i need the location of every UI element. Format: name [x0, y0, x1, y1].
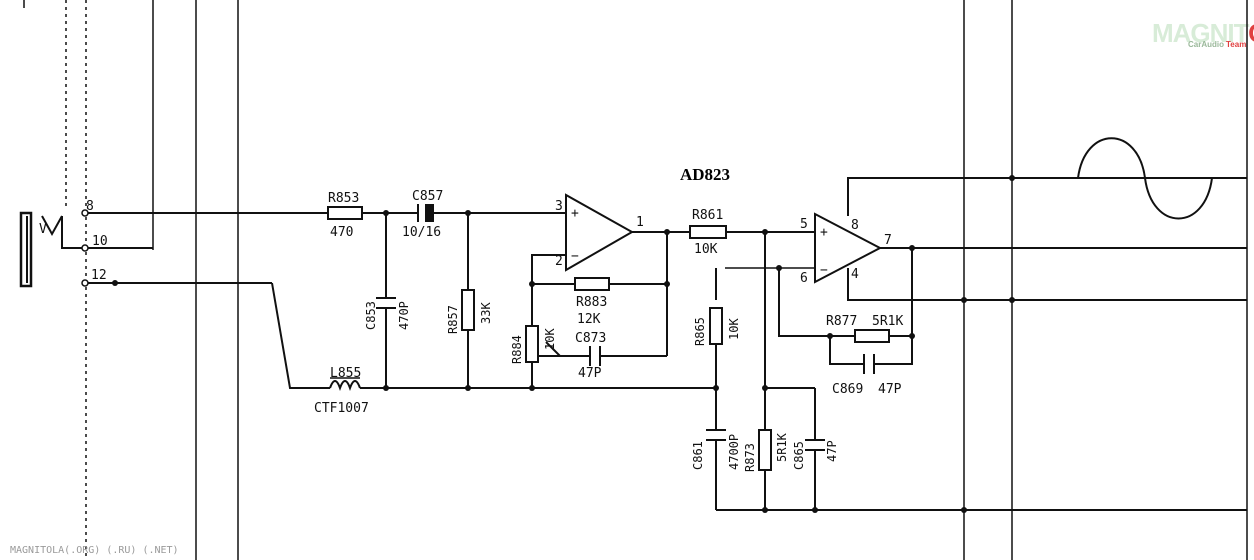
resistor-r865 — [709, 307, 723, 345]
logo-text-o: O — [1248, 18, 1254, 48]
svg-text:+: + — [571, 206, 579, 221]
label-r873-ref: R873 — [743, 443, 757, 472]
label-r883-ref: R883 — [576, 295, 607, 310]
resistor-r877 — [854, 329, 890, 343]
label-c869-value: 47P — [878, 382, 902, 397]
label-r865-ref: R865 — [693, 317, 707, 346]
footer-watermark: MAGNITOLA(.ORG) (.RU) (.NET) — [10, 545, 179, 556]
label-l855-value: CTF1007 — [314, 401, 369, 416]
opamp-1-pin-plus: 3 — [555, 199, 563, 214]
label-c861-ref: C861 — [691, 441, 705, 470]
diagram-title: AD823 — [680, 165, 730, 184]
opamp-2-pin-plus: 5 — [800, 217, 808, 232]
inductor-l855 — [329, 377, 361, 391]
resistor-r873 — [758, 429, 772, 471]
input-symbol-label: V — [39, 222, 47, 237]
svg-text:−: − — [820, 263, 828, 278]
svg-text:−: − — [571, 249, 579, 264]
opamp-2-body — [814, 212, 883, 284]
label-c865-value: 47P — [825, 440, 839, 462]
logo-sub-right: Team — [1226, 40, 1246, 49]
opamp-2-pin-minus: 6 — [800, 271, 808, 286]
vertical-bus-lines — [23, 0, 1248, 560]
signal-symbol — [41, 215, 63, 237]
pin-8 — [81, 209, 89, 217]
resistor-r861 — [689, 225, 727, 239]
pin-12 — [81, 279, 89, 287]
label-r861-ref: R861 — [692, 208, 723, 223]
resistor-r853 — [327, 206, 363, 220]
label-r857-value: 33K — [479, 302, 493, 324]
label-c853-ref: C853 — [364, 301, 378, 330]
capacitor-c869 — [863, 354, 875, 374]
capacitor-c873 — [589, 346, 601, 366]
opamp-2-pin-out: 7 — [884, 233, 892, 248]
opamp-1-body — [565, 193, 635, 272]
label-c857-value: 10/16 — [402, 225, 441, 240]
pin-label-12: 12 — [91, 268, 107, 283]
label-r853-ref: R853 — [328, 191, 359, 206]
opamp-1-pin-out: 1 — [636, 215, 644, 230]
svg-text:MAGNITOLA: MAGNITOLA — [1152, 18, 1254, 48]
pin-label-8: 8 — [86, 199, 94, 214]
resistor-r857 — [461, 289, 475, 331]
pin-10 — [81, 244, 89, 252]
component-labels: R853 470 C857 10/16 C853 470P R857 33K L… — [314, 189, 903, 472]
label-r857-ref: R857 — [446, 305, 460, 334]
sine-wave-icon — [1077, 137, 1213, 220]
logo-text-left: MAGNIT — [1152, 18, 1250, 48]
connector-lead — [61, 216, 84, 249]
opamp-1-pin-minus: 2 — [555, 254, 563, 269]
capacitor-c853 — [376, 297, 396, 309]
label-l855-ref: L855 — [330, 366, 361, 381]
pin-label-10: 10 — [92, 234, 108, 249]
label-c869-ref: C869 — [832, 382, 863, 397]
svg-text:+: + — [820, 225, 828, 240]
resistors — [327, 206, 890, 471]
opamp-2: + − 5 6 7 8 4 — [800, 212, 892, 286]
junctions — [112, 175, 1015, 513]
label-r865-value: 10K — [727, 318, 741, 340]
capacitor-c865 — [805, 439, 825, 451]
label-r877-ref: R877 — [826, 314, 857, 329]
opamp-2-pin-vminus: 4 — [851, 267, 859, 282]
label-r853-value: 470 — [330, 225, 353, 240]
label-c857-ref: C857 — [412, 189, 443, 204]
capacitors — [376, 204, 875, 451]
label-r861-value: 10K — [694, 242, 718, 257]
connector-body — [19, 211, 33, 288]
opamp-2-pin-vplus: 8 — [851, 218, 859, 233]
label-r884-ref: R884 — [510, 335, 524, 364]
wires — [88, 177, 1247, 511]
label-c873-value: 47P — [578, 366, 602, 381]
label-r873-value: 5R1K — [775, 432, 789, 462]
label-r877-value: 5R1K — [872, 314, 903, 329]
label-r884-value: 10K — [543, 328, 557, 350]
resistor-r883 — [574, 277, 610, 291]
capacitor-c857 — [417, 204, 434, 222]
opamp-1: + − 3 2 1 — [555, 193, 644, 272]
label-c853-value: 470P — [397, 301, 411, 330]
input-connector: 8 10 12 V — [19, 199, 108, 288]
label-c861-value: 4700P — [727, 434, 741, 470]
capacitor-c861 — [706, 429, 726, 441]
logo-sub-left: CarAudio — [1188, 40, 1224, 49]
label-c865-ref: C865 — [792, 441, 806, 470]
label-r883-value: 12K — [577, 312, 601, 327]
label-c873-ref: C873 — [575, 331, 606, 346]
resistor-r884 — [525, 325, 539, 363]
